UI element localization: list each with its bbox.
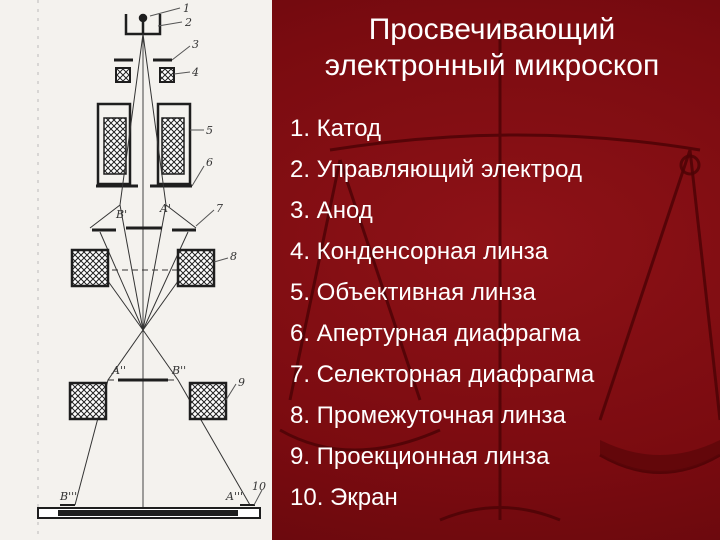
list-item: 1. Катод: [290, 115, 382, 142]
title-line-1: Просвечивающий: [368, 13, 616, 46]
intermediate-lens-left: [70, 248, 110, 288]
projection-lens-left: [68, 381, 108, 421]
slide-title: Просвечивающий электронный микроскоп: [292, 12, 692, 84]
callout-leaders: [149, 7, 263, 506]
callout-4: 4: [191, 66, 199, 79]
callout-1: 1: [183, 2, 190, 15]
callout-3: 3: [192, 38, 199, 51]
microscope-schematic: 1 2 3 4 5 6 7 8 9 10 B' A' A'' B'' B''' …: [37, 0, 266, 540]
callout-10: 10: [252, 480, 266, 493]
callout-2: 2: [184, 16, 192, 29]
label-b-prime: B': [115, 208, 127, 221]
projection-lens-right: [188, 381, 228, 421]
label-a-triple-prime: A''': [225, 490, 243, 503]
label-b-double-prime: B'': [171, 364, 186, 377]
parts-list: 1. Катод 2. Управляющий электрод 3. Анод…: [290, 108, 594, 518]
list-item: 3. Анод: [290, 197, 373, 224]
label-b-triple-prime: B''': [59, 490, 77, 503]
list-item: 9. Проекционная линза: [290, 443, 550, 470]
callout-6: 6: [206, 156, 213, 169]
screen-icon: [37, 504, 261, 519]
callout-8: 8: [230, 250, 237, 263]
list-item: 10. Экран: [290, 484, 398, 511]
list-item: 8. Промежуточная линза: [290, 402, 566, 429]
label-a-prime: A': [159, 202, 171, 215]
list-item: 4. Конденсорная линза: [290, 238, 549, 265]
title-line-2: электронный микроскоп: [324, 49, 660, 82]
label-a-double-prime: A'': [111, 364, 126, 377]
callout-9: 9: [238, 376, 245, 389]
intermediate-lens-right: [176, 248, 216, 288]
list-item: 7. Селекторная диафрагма: [290, 361, 595, 388]
condenser-lens-left: [115, 67, 131, 83]
cathode-icon: [124, 13, 162, 36]
list-item: 5. Объективная линза: [290, 279, 536, 306]
callout-5: 5: [206, 124, 213, 137]
list-item: 6. Апертурная диафрагма: [290, 320, 581, 347]
microscope-diagram-panel: 1 2 3 4 5 6 7 8 9 10 B' A' A'' B'' B''' …: [0, 0, 272, 540]
selector-diaphragm-icon: [92, 226, 196, 232]
callout-7: 7: [216, 202, 223, 215]
ray-paths: [74, 33, 251, 506]
objective-lens-icon: [96, 102, 192, 186]
condenser-lens-right: [159, 67, 175, 83]
list-item: 2. Управляющий электрод: [290, 156, 582, 183]
